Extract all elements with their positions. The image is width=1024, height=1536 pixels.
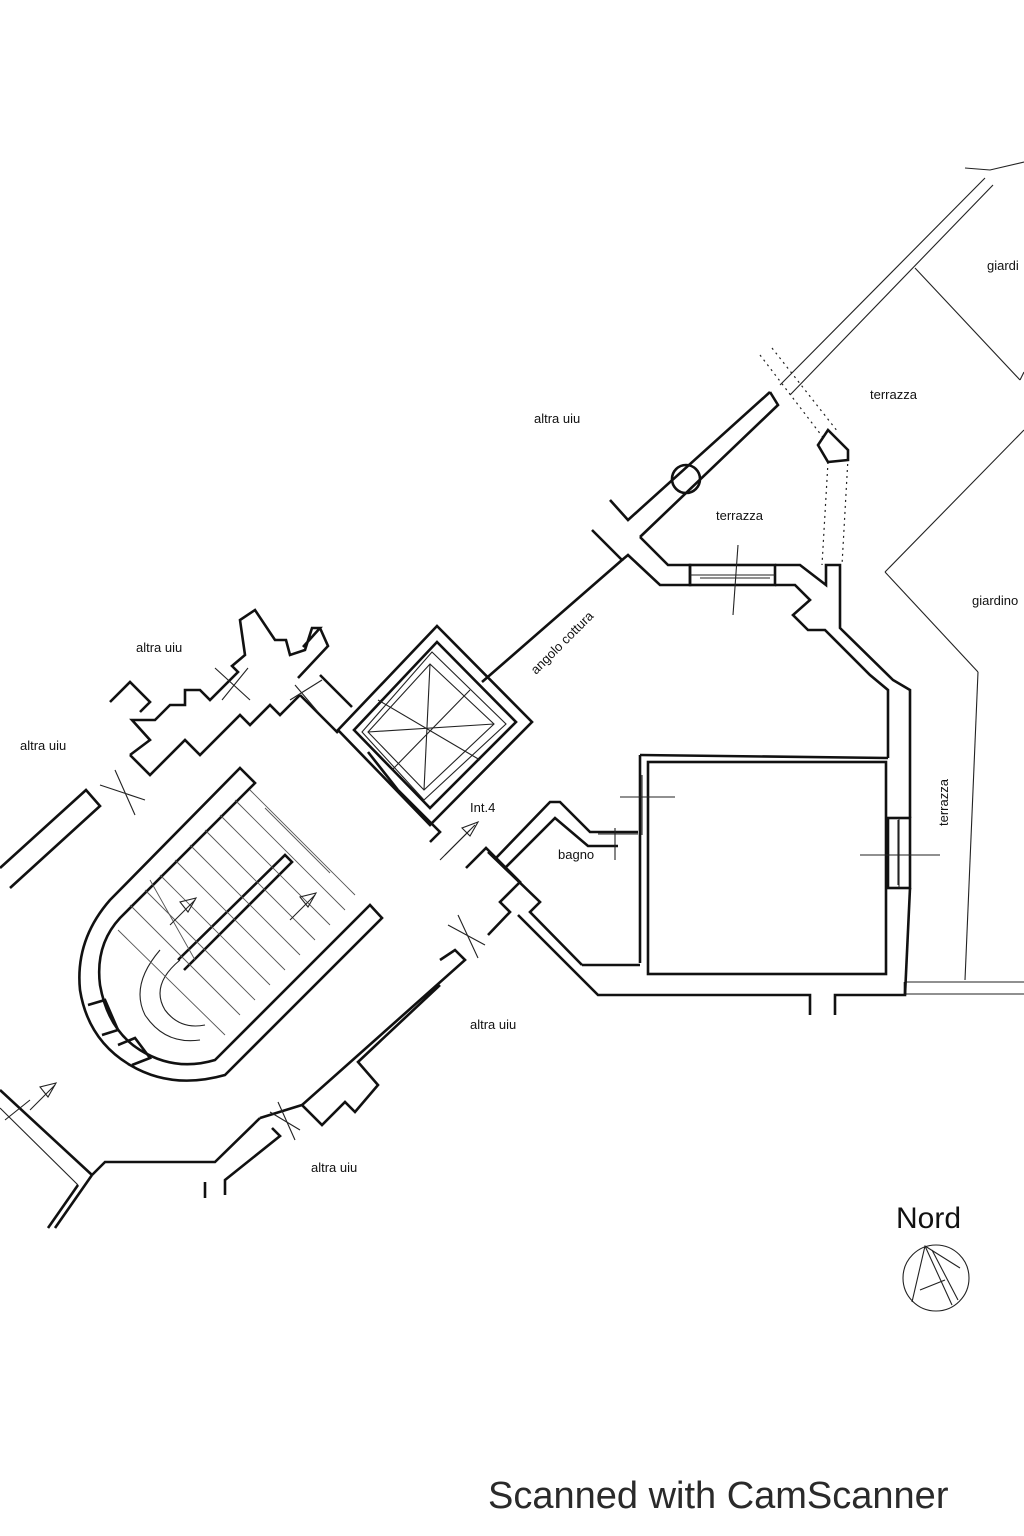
scanner-watermark: Scanned with CamScanner	[488, 1475, 949, 1517]
apartment-walls	[465, 391, 912, 1015]
label-angolo-cottura: angolo cottura	[528, 608, 597, 677]
garden-boundary	[779, 161, 1024, 995]
label-terrazza-mid: terrazza	[716, 508, 764, 523]
label-giardino-right: giardino	[972, 593, 1018, 608]
label-nord: Nord	[896, 1202, 961, 1235]
direction-arrows	[29, 820, 480, 1111]
label-altra-uiu-bottom2: altra uiu	[311, 1160, 357, 1175]
label-bagno: bagno	[558, 847, 594, 862]
room-labels: giardi terrazza altra uiu terrazza giard…	[20, 258, 1019, 1235]
north-arrow-icon	[902, 1244, 970, 1312]
label-terrazza-vertical: terrazza	[936, 778, 951, 826]
label-int4: Int.4	[470, 800, 495, 815]
arrow-icon	[29, 1082, 58, 1111]
label-altra-uiu-left1: altra uiu	[136, 640, 182, 655]
stair-block-walls	[0, 608, 467, 1229]
arrow-icon	[289, 892, 318, 921]
arrow-icon	[169, 897, 198, 926]
label-giardino-top: giardi	[987, 258, 1019, 273]
label-altra-uiu-left2: altra uiu	[20, 738, 66, 753]
label-altra-uiu-bottom1: altra uiu	[470, 1017, 516, 1032]
label-terrazza-top: terrazza	[870, 387, 918, 402]
label-altra-uiu-top: altra uiu	[534, 411, 580, 426]
door-markers	[4, 544, 940, 1141]
lift-shaft	[336, 624, 534, 827]
stair-treads	[117, 789, 356, 1036]
terrace-dotted-edge	[759, 347, 850, 566]
arrow-icon	[444, 820, 480, 856]
